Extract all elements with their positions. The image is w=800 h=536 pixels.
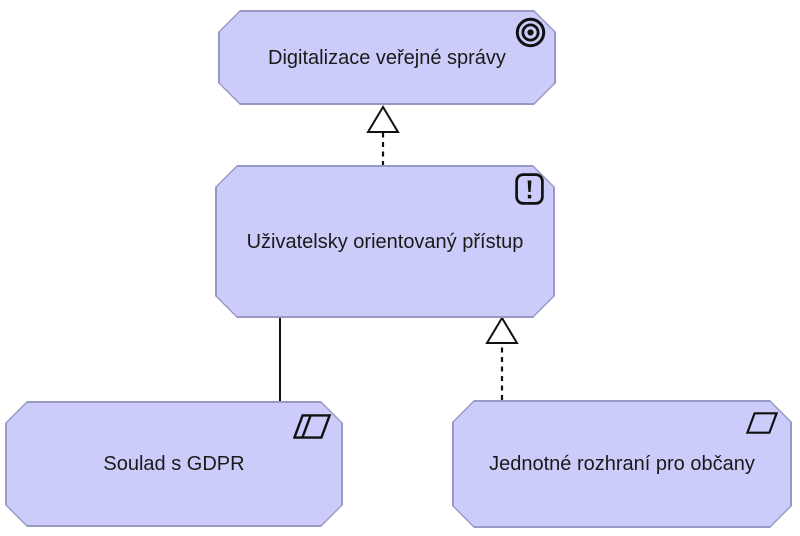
node-fill <box>454 402 791 527</box>
goal-icon <box>514 16 547 49</box>
requirement-label: Jednotné rozhraní pro občany <box>489 453 755 475</box>
realization-requirement-to-principle[interactable] <box>485 316 519 400</box>
goal-label: Digitalizace veřejné správy <box>268 46 506 69</box>
hollow-triangle-arrowhead <box>485 316 519 344</box>
constraint-node-gdpr[interactable]: Soulad s GDPR <box>5 401 343 527</box>
requirement-icon <box>746 412 778 434</box>
constraint-label: Soulad s GDPR <box>103 453 245 475</box>
principle-icon <box>515 173 544 205</box>
node-fill <box>220 12 555 104</box>
principle-node-uzivatelsky[interactable]: Uživatelsky orientovaný přístup <box>215 165 555 318</box>
node-fill <box>217 167 554 317</box>
node-fill <box>7 403 342 526</box>
constraint-icon <box>293 414 331 439</box>
principle-label: Uživatelsky orientovaný přístup <box>246 230 524 253</box>
realization-principle-to-goal[interactable] <box>366 105 400 166</box>
requirement-node-rozhrani[interactable]: Jednotné rozhraní pro občany <box>452 400 792 528</box>
hollow-triangle-arrowhead <box>366 105 400 133</box>
goal-node-digitalizace[interactable]: Digitalizace veřejné správy <box>218 10 556 105</box>
